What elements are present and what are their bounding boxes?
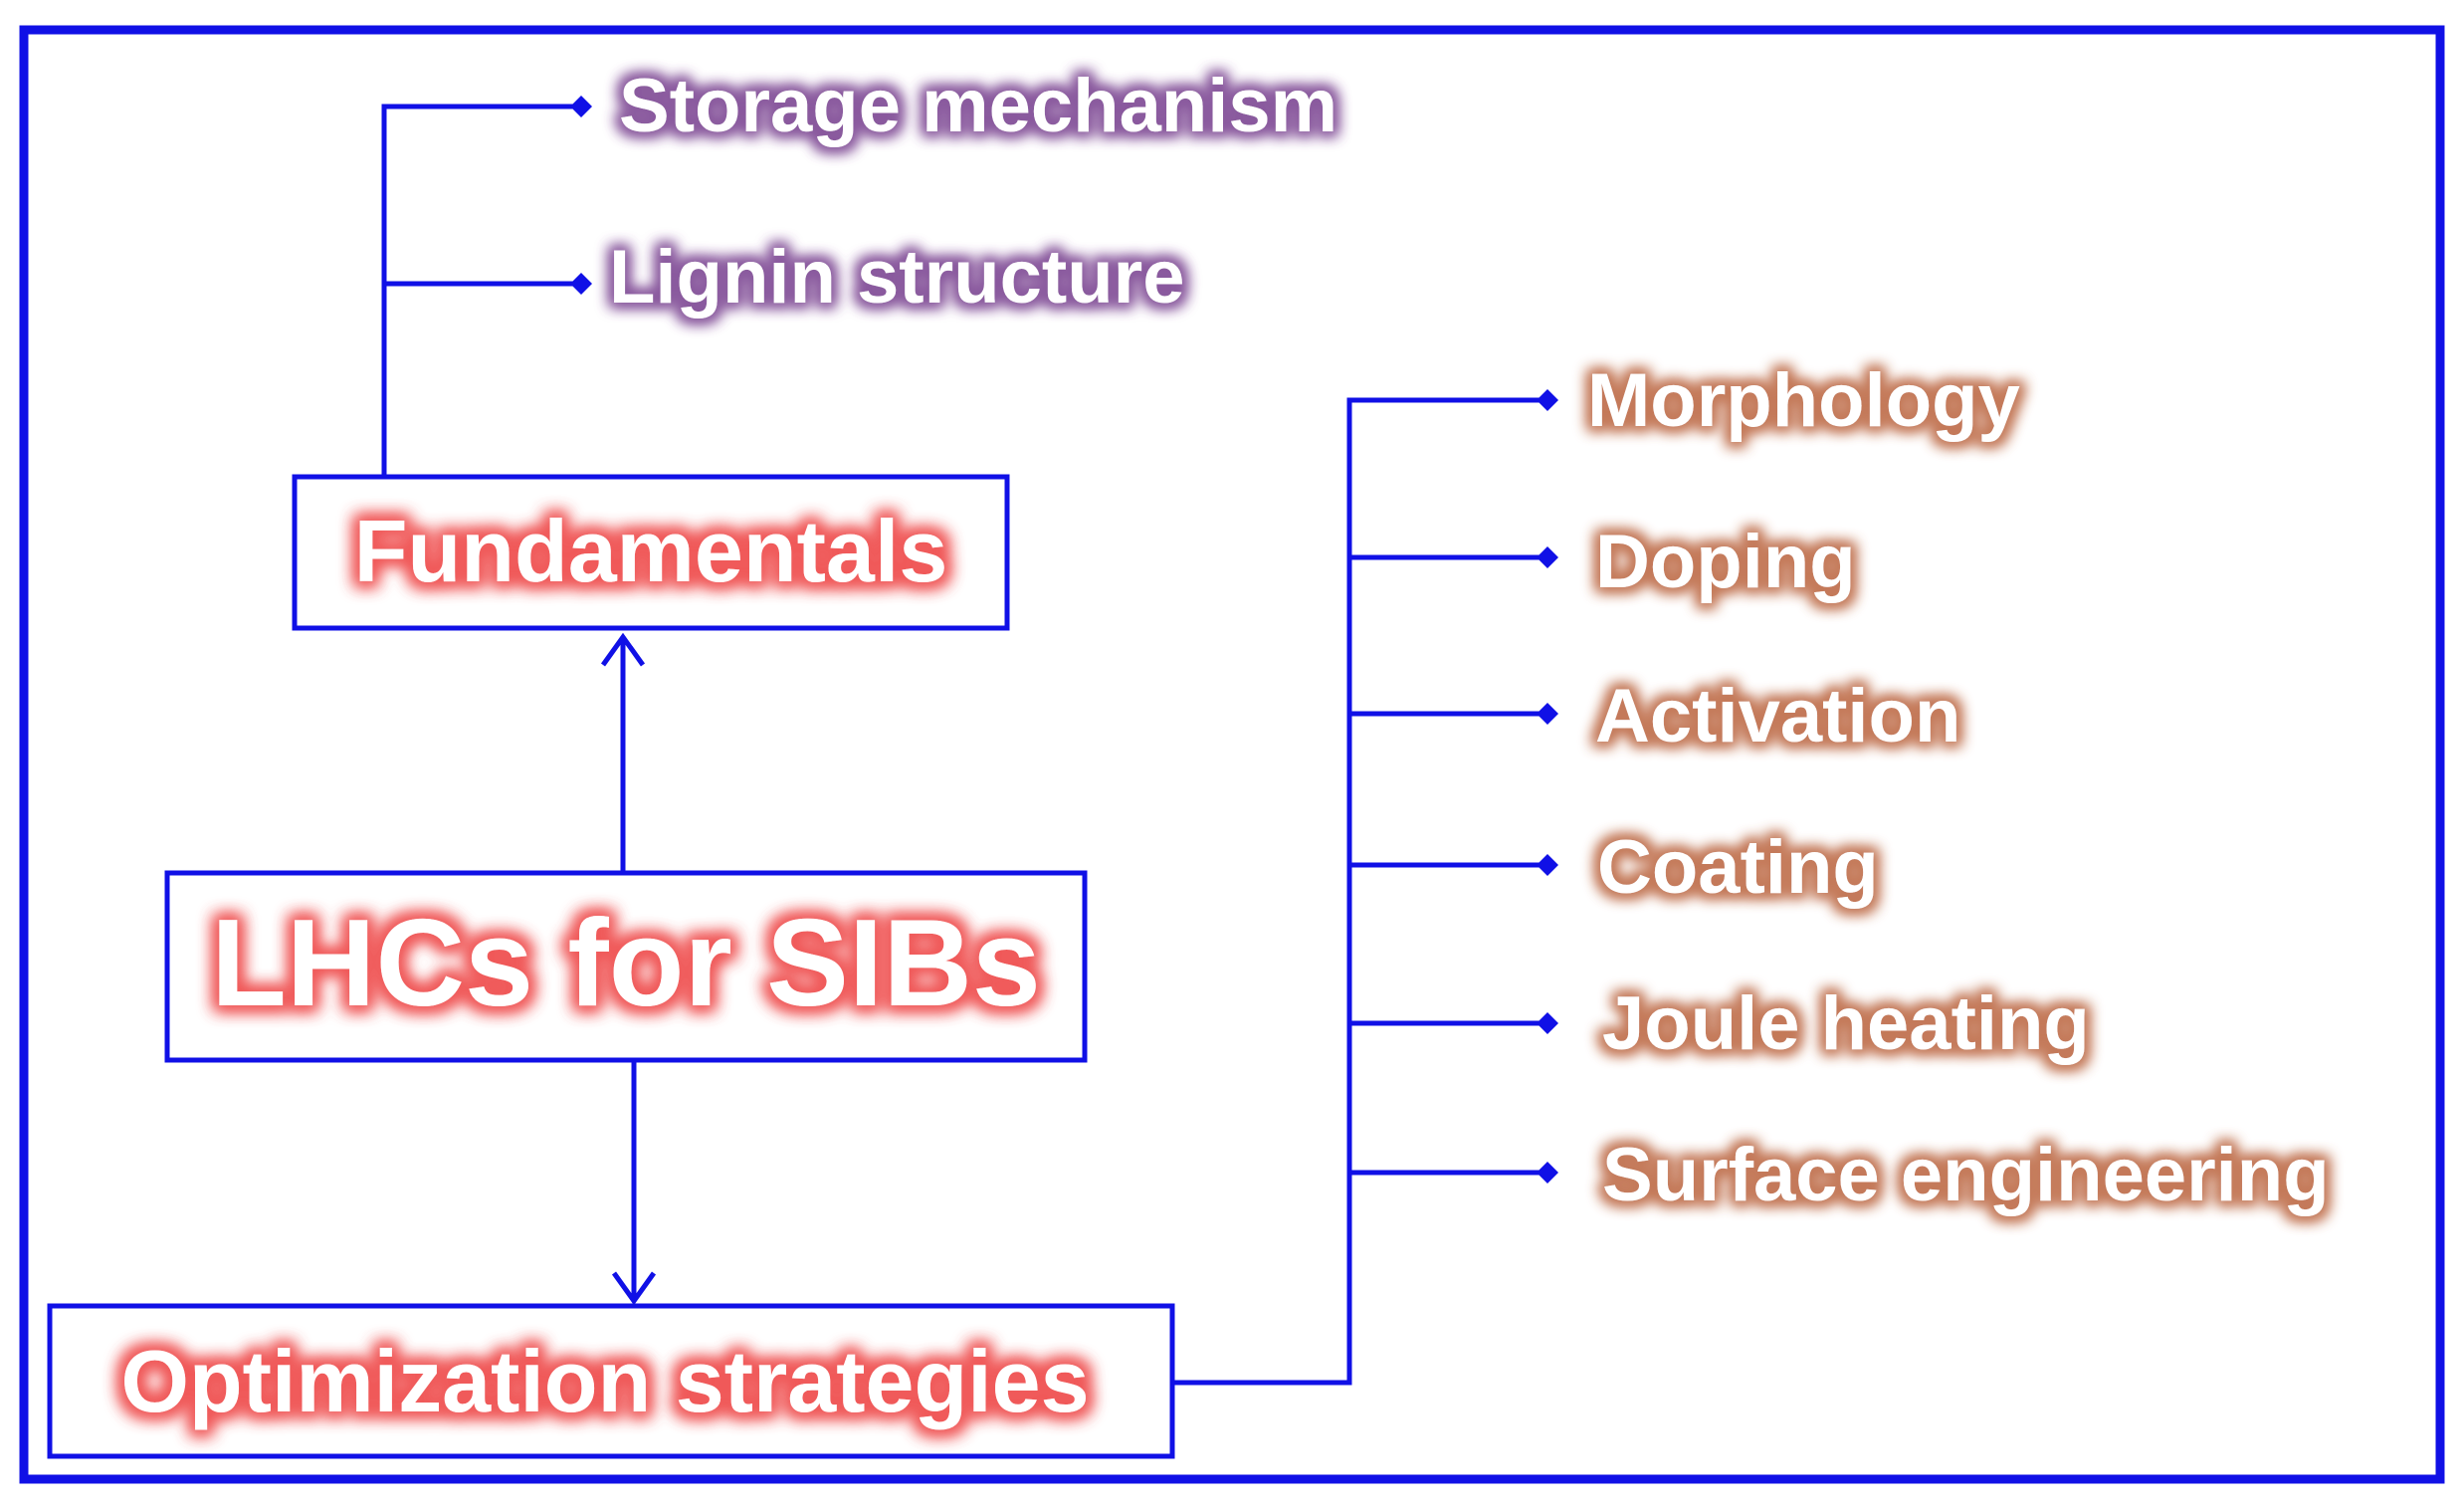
diamond-marker [1537, 546, 1558, 568]
fundamentals-connector-markers [570, 96, 592, 295]
optimization-connector-markers [1537, 389, 1558, 1184]
diamond-marker [570, 96, 592, 117]
diamond-marker [1537, 854, 1558, 876]
optimization-box [47, 1303, 1175, 1459]
fundamentals-label: Fundamentals [354, 502, 948, 600]
fundamentals-connectors [381, 104, 577, 475]
optimization-item-label: Coating [1597, 825, 1879, 910]
optimization-node: Optimization strategies [47, 1303, 1175, 1459]
fundamental-item-label: Lignin structure [609, 235, 1184, 320]
optimization-item-label: Joule heating [1602, 981, 2090, 1066]
optimization-item-label: Doping [1595, 520, 1856, 604]
arrow-to-optimization [611, 1062, 657, 1306]
optimization-item-label: Morphology [1587, 358, 2020, 443]
fundamentals-box [292, 474, 1010, 631]
arrow-to-fundamentals [600, 632, 646, 871]
diamond-marker [1537, 389, 1558, 411]
fundamental-item-label: Storage mechanism [619, 64, 1337, 148]
optimization-connectors [1174, 397, 1542, 1386]
diamond-marker [1537, 1162, 1558, 1184]
optimization-item-label: Activation [1595, 674, 1960, 758]
center-node: LHCs for SIBs [164, 870, 1088, 1063]
optimization-item-label: Surface engineering [1602, 1133, 2330, 1217]
diamond-marker [1537, 703, 1558, 725]
center-box [164, 870, 1088, 1063]
optimization-label: Optimization strategies [120, 1332, 1089, 1430]
fundamentals-node: Fundamentals [292, 474, 1010, 631]
diamond-marker [1537, 1012, 1558, 1034]
diamond-marker [570, 273, 592, 295]
center-label: LHCs for SIBs [211, 895, 1041, 1032]
outer-frame [19, 25, 2445, 1484]
